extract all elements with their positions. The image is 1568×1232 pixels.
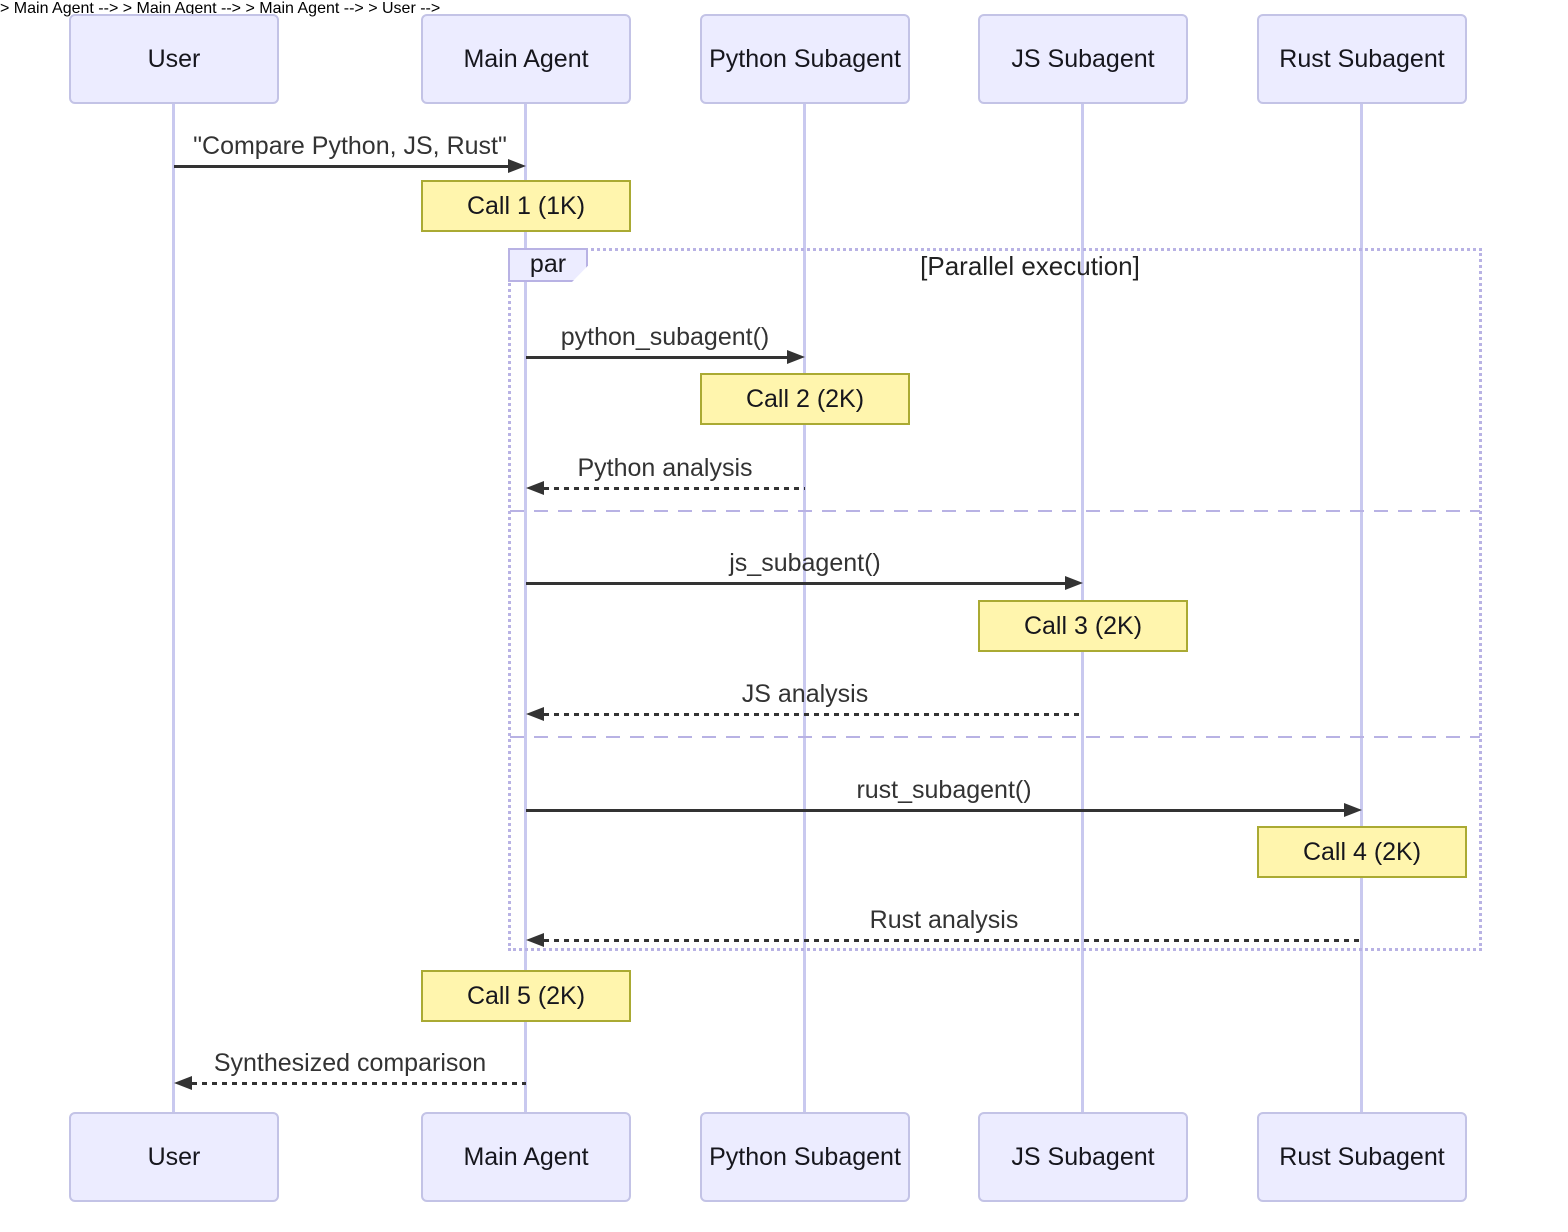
message-label-python-analysis: Python analysis <box>577 454 753 482</box>
par-frame <box>508 248 1482 951</box>
actor-bottom-user: User <box>69 1112 279 1202</box>
note-label: Call 3 (2K) <box>1023 611 1143 640</box>
message-label-rust-subagent-call: rust_subagent() <box>856 776 1032 804</box>
note-call-1: Call 1 (1K) <box>421 180 631 232</box>
message-label-synthesized-comparison: Synthesized comparison <box>213 1049 487 1077</box>
message-line <box>526 809 1344 812</box>
message-line <box>192 1082 526 1085</box>
actor-label: User <box>147 1142 201 1171</box>
note-label: Call 2 (2K) <box>745 384 865 413</box>
arrowhead-icon <box>787 350 805 364</box>
actor-label: Rust Subagent <box>1279 1142 1445 1171</box>
actor-label: User <box>147 44 201 73</box>
message-line <box>174 165 508 168</box>
arrowhead-icon <box>526 481 544 495</box>
actor-top-js-subagent: JS Subagent <box>978 14 1188 104</box>
actor-bottom-js-subagent: JS Subagent <box>978 1112 1188 1202</box>
par-label-tab: par <box>508 248 588 282</box>
actor-label: Main Agent <box>463 1142 589 1171</box>
actor-top-rust-subagent: Rust Subagent <box>1257 14 1467 104</box>
lifeline-rust-subagent <box>1360 104 1363 1112</box>
lifeline-main-agent <box>524 104 527 1112</box>
par-divider-1 <box>510 510 1480 512</box>
note-label: Call 1 (1K) <box>466 191 586 220</box>
note-label: Call 5 (2K) <box>466 981 586 1010</box>
message-line <box>544 939 1362 942</box>
arrowhead-icon <box>526 707 544 721</box>
actor-label: JS Subagent <box>1011 44 1155 73</box>
message-line <box>526 582 1065 585</box>
message-line <box>544 713 1083 716</box>
arrowhead-icon <box>508 159 526 173</box>
message-line <box>544 487 805 490</box>
message-label-js-subagent-call: js_subagent() <box>729 549 881 577</box>
note-call-4: Call 4 (2K) <box>1257 826 1467 878</box>
actor-top-main-agent: Main Agent <box>421 14 631 104</box>
actor-bottom-python-subagent: Python Subagent <box>700 1112 910 1202</box>
actor-label: Python Subagent <box>709 1142 901 1171</box>
par-label: par <box>529 249 567 278</box>
message-label-python-subagent-call: python_subagent() <box>560 323 770 351</box>
lifeline-user <box>172 104 175 1112</box>
message-label-compare-request: "Compare Python, JS, Rust" <box>193 132 507 160</box>
note-call-3: Call 3 (2K) <box>978 600 1188 652</box>
lifeline-python-subagent <box>803 104 806 1112</box>
message-line <box>526 356 787 359</box>
actor-top-python-subagent: Python Subagent <box>700 14 910 104</box>
actor-label: Python Subagent <box>709 44 901 73</box>
arrowhead-icon <box>174 1076 192 1090</box>
actor-top-user: User <box>69 14 279 104</box>
arrowhead-icon <box>1065 576 1083 590</box>
actor-bottom-main-agent: Main Agent <box>421 1112 631 1202</box>
note-call-2: Call 2 (2K) <box>700 373 910 425</box>
actor-bottom-rust-subagent: Rust Subagent <box>1257 1112 1467 1202</box>
actor-label: Rust Subagent <box>1279 44 1445 73</box>
par-divider-2 <box>510 736 1480 738</box>
actor-label: Main Agent <box>463 44 589 73</box>
arrowhead-icon <box>526 933 544 947</box>
note-label: Call 4 (2K) <box>1302 837 1422 866</box>
arrowhead-icon <box>1344 803 1362 817</box>
par-title: [Parallel execution] <box>920 251 1140 281</box>
note-call-5: Call 5 (2K) <box>421 970 631 1022</box>
actor-label: JS Subagent <box>1011 1142 1155 1171</box>
message-label-rust-analysis: Rust analysis <box>869 906 1019 934</box>
message-label-js-analysis: JS analysis <box>741 680 869 708</box>
